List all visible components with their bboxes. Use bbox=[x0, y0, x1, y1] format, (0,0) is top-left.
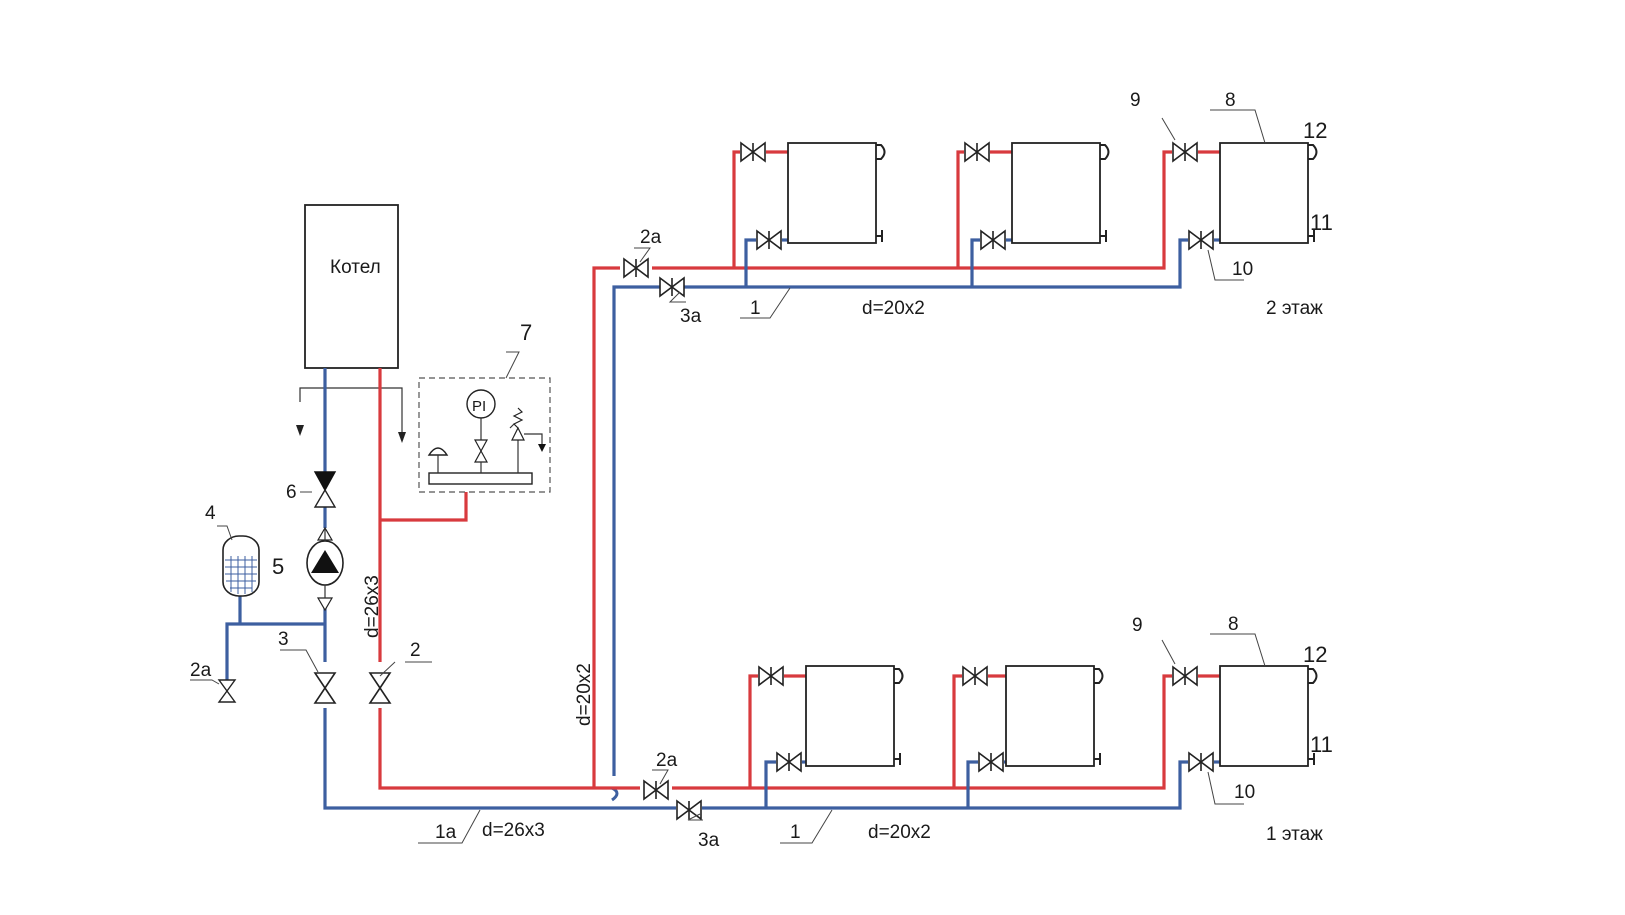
upper-branch-return bbox=[684, 238, 1220, 289]
callout-5: 5 bbox=[272, 554, 284, 579]
safety-group: PI bbox=[418, 377, 551, 493]
callout-8-upper: 8 bbox=[1225, 90, 1236, 111]
radiator-lower-1 bbox=[805, 665, 904, 767]
callout-3a-upper: 3а bbox=[680, 306, 702, 327]
boiler: Котел bbox=[304, 204, 399, 369]
callout-1-upper: 1 bbox=[750, 298, 761, 319]
main-supply-pipe bbox=[378, 368, 612, 790]
diameter-riser: d=20x2 bbox=[574, 663, 595, 726]
check-valve-icon bbox=[313, 471, 337, 508]
return-riser bbox=[611, 285, 660, 802]
callout-3a-lower: 3а bbox=[698, 830, 720, 851]
callout-10-upper: 10 bbox=[1232, 259, 1253, 280]
pressure-gauge-label: PI bbox=[472, 398, 486, 415]
lower-branch-supply bbox=[612, 674, 1220, 790]
callout-10-lower: 10 bbox=[1234, 782, 1255, 803]
boiler-drain-arrows bbox=[296, 387, 406, 443]
radiator-upper-1 bbox=[787, 142, 886, 244]
callout-labels: 7 4 5 6 3 2 2а 2а 3а 1 2а 3а 1 1а 9 8 12… bbox=[190, 90, 1333, 851]
diameter-main-vertical: d=26x3 bbox=[362, 575, 383, 638]
callout-12-upper: 12 bbox=[1303, 118, 1327, 143]
radiator-lower-2 bbox=[1005, 665, 1104, 767]
diameter-lower-branch: d=20x2 bbox=[868, 822, 931, 843]
radiator-lower-3 bbox=[1219, 665, 1318, 767]
floor-label-2: 2 этаж bbox=[1266, 298, 1323, 319]
callout-7: 7 bbox=[520, 320, 532, 345]
callout-11-lower: 11 bbox=[1310, 732, 1333, 757]
floor-labels: 2 этаж 1 этаж bbox=[1266, 298, 1323, 845]
diameter-main-return: d=26x3 bbox=[482, 820, 545, 841]
callout-3: 3 bbox=[278, 629, 289, 650]
upper-branch-supply bbox=[652, 150, 1220, 270]
lower-branch-return bbox=[612, 760, 1220, 810]
callout-2a-lower: 2а bbox=[656, 750, 678, 771]
supply-riser bbox=[592, 266, 620, 788]
valve-icon bbox=[314, 672, 391, 704]
callout-4: 4 bbox=[205, 503, 216, 524]
radiator-upper-2 bbox=[1011, 142, 1110, 244]
callout-1-lower: 1 bbox=[790, 822, 801, 843]
callout-9-upper: 9 bbox=[1130, 90, 1141, 111]
expansion-tank-icon bbox=[222, 535, 260, 597]
radiator-upper-3 bbox=[1219, 142, 1318, 244]
diameter-upper-branch: d=20x2 bbox=[862, 298, 925, 319]
callout-1a: 1а bbox=[435, 822, 457, 843]
boiler-label: Котел bbox=[330, 257, 381, 278]
valve-icon bbox=[623, 258, 702, 820]
callout-2a-upper: 2а bbox=[640, 227, 662, 248]
floor-label-1: 1 этаж bbox=[1266, 824, 1323, 845]
callout-12-lower: 12 bbox=[1303, 642, 1327, 667]
callout-6: 6 bbox=[286, 482, 297, 503]
callout-2a-drain: 2а bbox=[190, 660, 212, 681]
leader-lines bbox=[190, 109, 1266, 844]
callout-11-upper: 11 bbox=[1310, 210, 1333, 235]
callout-2: 2 bbox=[410, 640, 421, 661]
drain-valve-icon bbox=[217, 679, 237, 703]
callout-9-lower: 9 bbox=[1132, 615, 1143, 636]
dimension-labels: d=20x2 d=20x2 d=26x3 d=26x3 d=20x2 bbox=[362, 298, 931, 843]
pump-icon bbox=[306, 526, 344, 612]
callout-8-lower: 8 bbox=[1228, 614, 1239, 635]
